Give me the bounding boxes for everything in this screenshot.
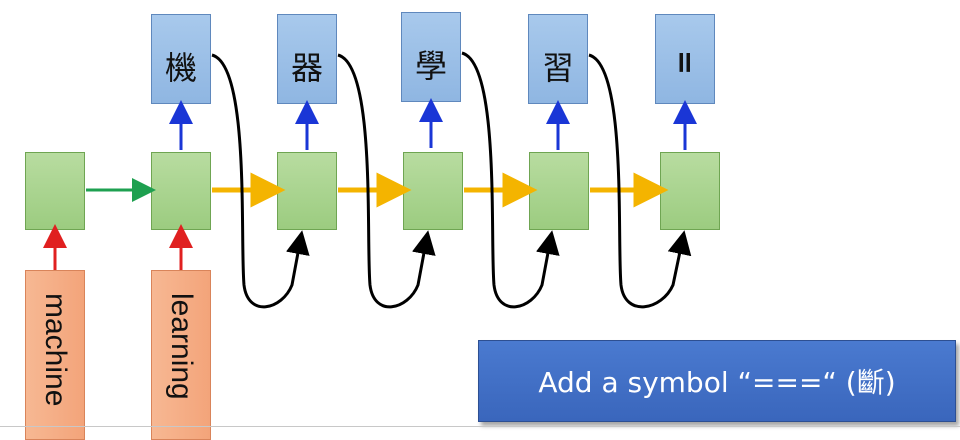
feedback-curve-1 [211, 53, 310, 309]
output-token-1: 機 [151, 14, 211, 104]
feedback-curve-3 [461, 51, 560, 309]
output-token-4: 習 [528, 14, 588, 104]
callout-box: Add a symbol “===“ (斷) [478, 340, 956, 422]
output-token-end-symbol: = [655, 14, 715, 104]
input-word-2: learning [165, 293, 198, 400]
rnn-cell-encoder-2 [151, 152, 211, 230]
feedback-curve-2 [337, 53, 436, 309]
divider [0, 426, 960, 427]
rnn-cell-decoder-4 [660, 152, 720, 230]
input-word-1: machine [39, 293, 72, 407]
rnn-cell-encoder-1 [25, 152, 85, 230]
rnn-cell-decoder-2 [403, 152, 463, 230]
output-token-3: 學 [401, 12, 461, 102]
output-token-2: 器 [277, 14, 337, 104]
callout-text: Add a symbol “===“ (斷) [538, 366, 896, 399]
feedback-curve-4 [588, 53, 692, 309]
input-token-1: machine [25, 270, 85, 440]
input-token-2: learning [151, 270, 211, 440]
